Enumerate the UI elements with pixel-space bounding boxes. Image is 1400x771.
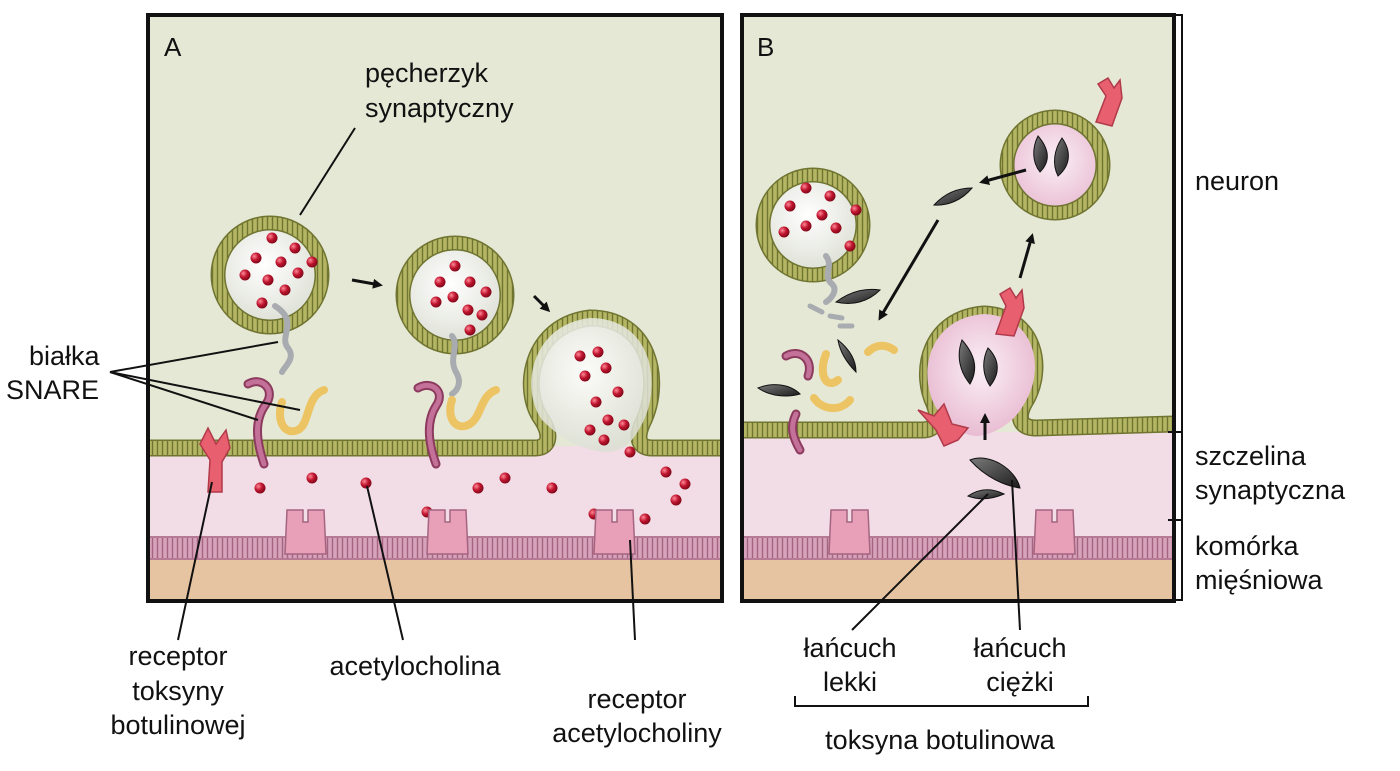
light-chain-label-line1: łańcuch <box>803 633 897 663</box>
heavy-chain-label-line1: łańcuch <box>973 633 1067 663</box>
panel-b <box>742 15 1174 601</box>
cleft-label-line2: synaptyczna <box>1195 475 1346 505</box>
toxin-receptor-label-line3: botulinowej <box>110 710 246 740</box>
ach-receptor-label-line2: acetylocholiny <box>552 718 722 748</box>
synaptic-vesicle <box>755 167 871 283</box>
toxin-receptor-label-line1: receptor <box>128 641 228 671</box>
heavy-chain-label-line2: ciężki <box>986 667 1054 697</box>
vesicle-label-line1: pęcherzyk <box>365 58 489 88</box>
snare-proteins <box>781 253 898 455</box>
botulinum-toxin-label: toksyna botulinowa <box>825 725 1055 755</box>
panel-letter-a: A <box>164 32 182 62</box>
toxin-pathway-arrows <box>878 168 1035 440</box>
snare-label-line2: SNARE <box>6 375 100 405</box>
panel-a-frame <box>146 13 724 603</box>
panel-b-frame <box>740 13 1176 603</box>
acetylcholine-label: acetylocholina <box>329 651 501 681</box>
acetylcholine-molecules <box>778 182 862 252</box>
muscle-membrane <box>742 536 1174 560</box>
transition-arrow <box>532 294 551 313</box>
botulinum-toxin-receptor <box>199 426 231 493</box>
light-chain-label-line2: lekki <box>822 667 877 697</box>
botulinum-toxin-receptor <box>917 76 1123 447</box>
panel-a <box>148 15 722 601</box>
acetylcholine-receptor <box>284 509 636 555</box>
cleft-label-line1: szczelina <box>1195 441 1307 471</box>
snare-label-line1: białka <box>29 341 100 371</box>
vesicle-label-line2: synaptyczny <box>365 93 514 123</box>
muscle-label-line2: mięśniowa <box>1195 565 1323 595</box>
ach-receptor-label-line1: receptor <box>587 684 687 714</box>
neuron-label: neuron <box>1195 166 1280 196</box>
muscle-label-line1: komórka <box>1195 531 1299 561</box>
leader-lines <box>109 14 1183 707</box>
botulinum-toxin-molecules <box>756 135 1069 500</box>
acetylcholine-receptor <box>828 509 1076 555</box>
toxin-receptor-label-line2: toksyny <box>132 676 224 706</box>
panel-letter-b: B <box>757 32 775 62</box>
transition-arrow <box>351 278 383 289</box>
